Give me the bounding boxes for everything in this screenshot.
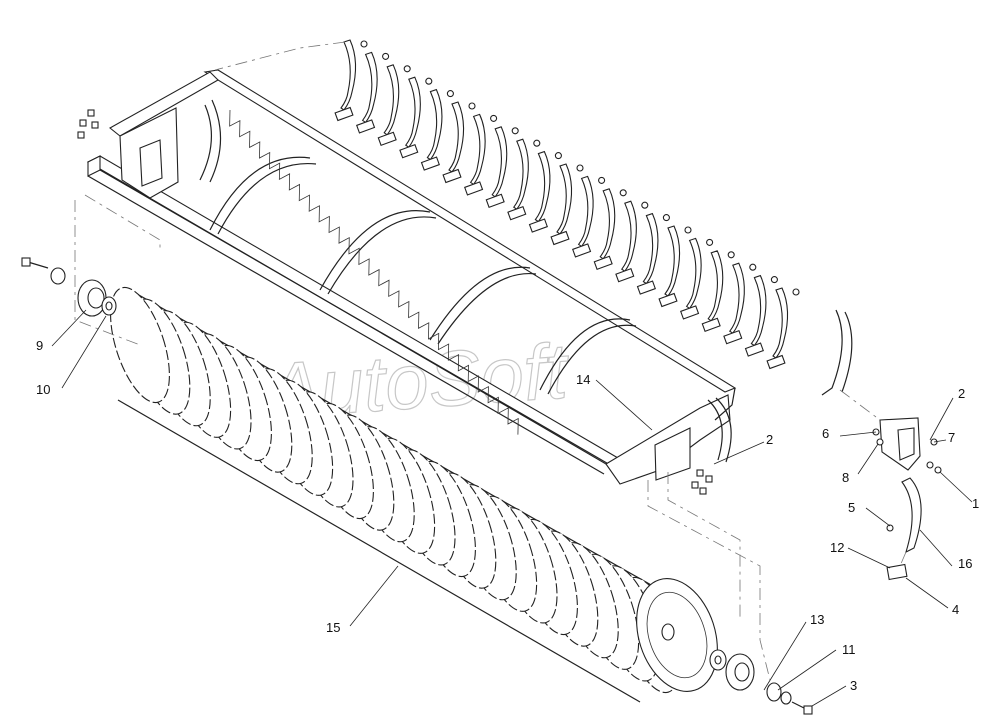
tine bbox=[744, 274, 778, 357]
tine bbox=[593, 188, 627, 270]
callout-8: 8 bbox=[842, 470, 849, 485]
tine bbox=[701, 250, 735, 332]
callout-4: 5 bbox=[848, 500, 855, 515]
tine bbox=[658, 225, 692, 308]
tine bbox=[507, 138, 541, 221]
right-hardware bbox=[691, 469, 813, 715]
roller-disc bbox=[110, 286, 170, 404]
callouts: 2 6 7 8 1 5 12 16 4 2 14 9 10 15 13 11 3 bbox=[36, 309, 979, 707]
tine bbox=[636, 212, 670, 295]
callout-5: 4 bbox=[952, 602, 959, 617]
callout-10: 10 bbox=[36, 382, 50, 397]
roller bbox=[110, 286, 718, 703]
callout-1: 1 bbox=[972, 496, 979, 511]
callout-9: 9 bbox=[36, 338, 43, 353]
callout-15: 15 bbox=[326, 620, 340, 635]
callout-2-detail: 2 bbox=[958, 386, 965, 401]
frame-assembly bbox=[86, 69, 737, 485]
tine bbox=[356, 51, 390, 134]
callout-3: 3 bbox=[850, 678, 857, 693]
tine bbox=[723, 262, 757, 345]
tine bbox=[420, 88, 454, 171]
callout-11: 11 bbox=[842, 642, 856, 657]
callout-14: 14 bbox=[576, 372, 590, 387]
callout-6: 6 bbox=[822, 426, 829, 441]
tine bbox=[485, 126, 519, 208]
tine bbox=[399, 76, 433, 159]
callout-13: 13 bbox=[810, 612, 824, 627]
tine bbox=[334, 39, 368, 122]
tine bbox=[680, 237, 714, 320]
tine bbox=[464, 113, 498, 196]
callout-16: 16 bbox=[958, 556, 972, 571]
tine bbox=[615, 200, 649, 283]
tine bbox=[572, 175, 606, 258]
callout-12: 12 bbox=[830, 540, 844, 555]
callout-7: 7 bbox=[948, 430, 955, 445]
tine bbox=[766, 287, 800, 370]
tine bbox=[377, 64, 411, 146]
tine bbox=[442, 101, 476, 184]
callout-2-frame: 2 bbox=[766, 432, 773, 447]
tine bbox=[528, 150, 562, 233]
tine-row bbox=[334, 39, 800, 370]
tine bbox=[550, 163, 584, 246]
guide-lines bbox=[74, 41, 771, 681]
left-hardware bbox=[21, 109, 117, 317]
